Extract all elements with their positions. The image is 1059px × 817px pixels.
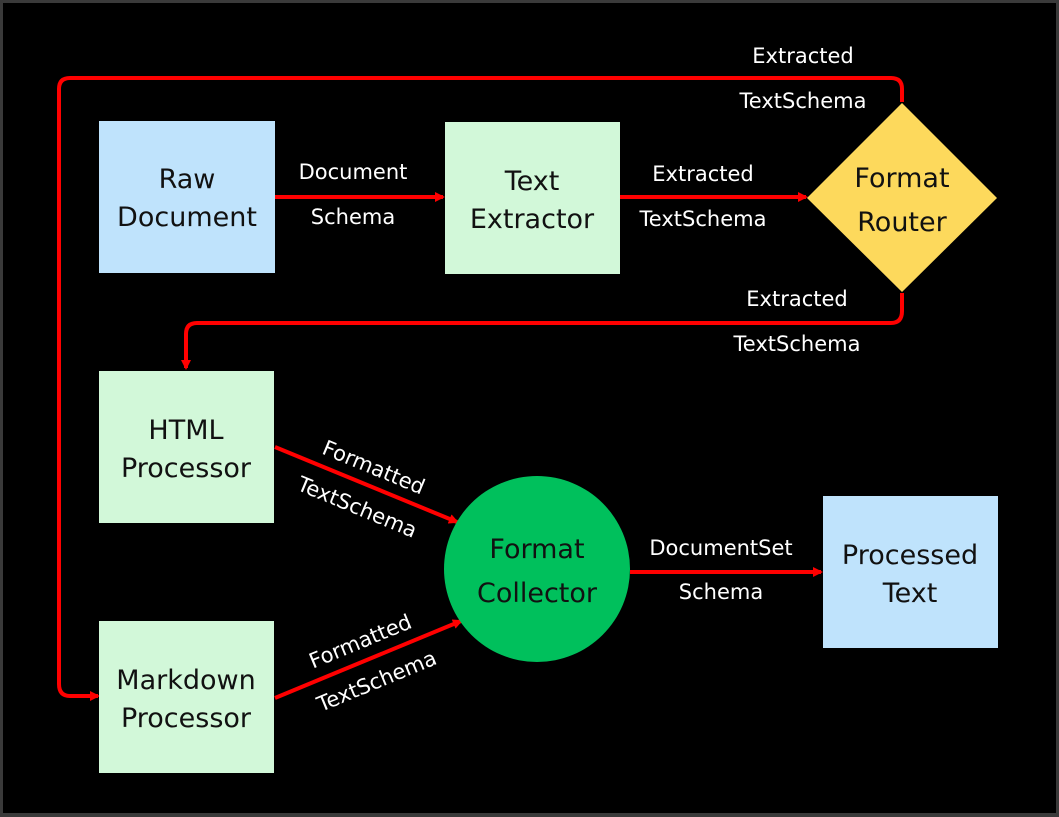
edge-label-line: Extracted (746, 287, 847, 311)
node-label: Document (117, 202, 257, 233)
edge-markdown-to-collector (274, 619, 463, 700)
node-processed-text: Processed Text (823, 496, 998, 648)
node-text-extractor: Text Extractor (445, 122, 620, 274)
edge-label-line: Schema (679, 580, 763, 604)
edge-label-line: Document (299, 160, 408, 184)
edge-label-line: Schema (311, 205, 395, 229)
edge-label-collector-to-output: DocumentSet Schema (649, 536, 792, 604)
node-label: Processor (121, 703, 252, 734)
node-label: Text (504, 166, 560, 197)
node-format-router: Format Router (807, 103, 997, 292)
edge-label-html-to-collector: Formatted TextSchema (293, 436, 428, 543)
edge-router-to-markdown (57, 76, 904, 701)
node-label: Collector (477, 578, 598, 609)
node-label: Format (854, 163, 949, 194)
node-markdown-processor: Markdown Processor (99, 621, 274, 773)
node-html-processor: HTML Processor (99, 371, 274, 523)
edge-label-raw-to-extractor: Document Schema (299, 160, 408, 229)
flow-diagram: Raw Document Text Extractor Format Route… (57, 44, 998, 773)
node-label: HTML (148, 415, 223, 446)
edge-label-extractor-to-router: Extracted TextSchema (639, 162, 767, 231)
node-label: Extractor (470, 204, 595, 235)
node-label: Raw (159, 164, 216, 195)
edge-label-router-to-markdown: Extracted TextSchema (739, 44, 867, 113)
node-label: Processor (121, 453, 252, 484)
node-label: Processed (842, 540, 978, 571)
edge-label-line: DocumentSet (649, 536, 792, 560)
edge-label-line: TextSchema (739, 89, 867, 113)
edge-label-line: TextSchema (639, 207, 767, 231)
edge-label-line: TextSchema (733, 332, 861, 356)
diagram-stage: Raw Document Text Extractor Format Route… (3, 3, 1056, 813)
node-label: Format (489, 534, 584, 565)
edge-label-line: Extracted (652, 162, 753, 186)
node-format-collector: Format Collector (444, 476, 630, 662)
node-raw-document: Raw Document (99, 121, 275, 273)
node-label: Text (882, 578, 938, 609)
node-label: Router (857, 207, 947, 238)
edge-html-to-collector (274, 445, 459, 524)
node-label: Markdown (116, 665, 255, 696)
edge-label-line: Extracted (752, 44, 853, 68)
edge-router-to-html (181, 293, 904, 370)
edge-label-router-to-html: Extracted TextSchema (733, 287, 861, 356)
